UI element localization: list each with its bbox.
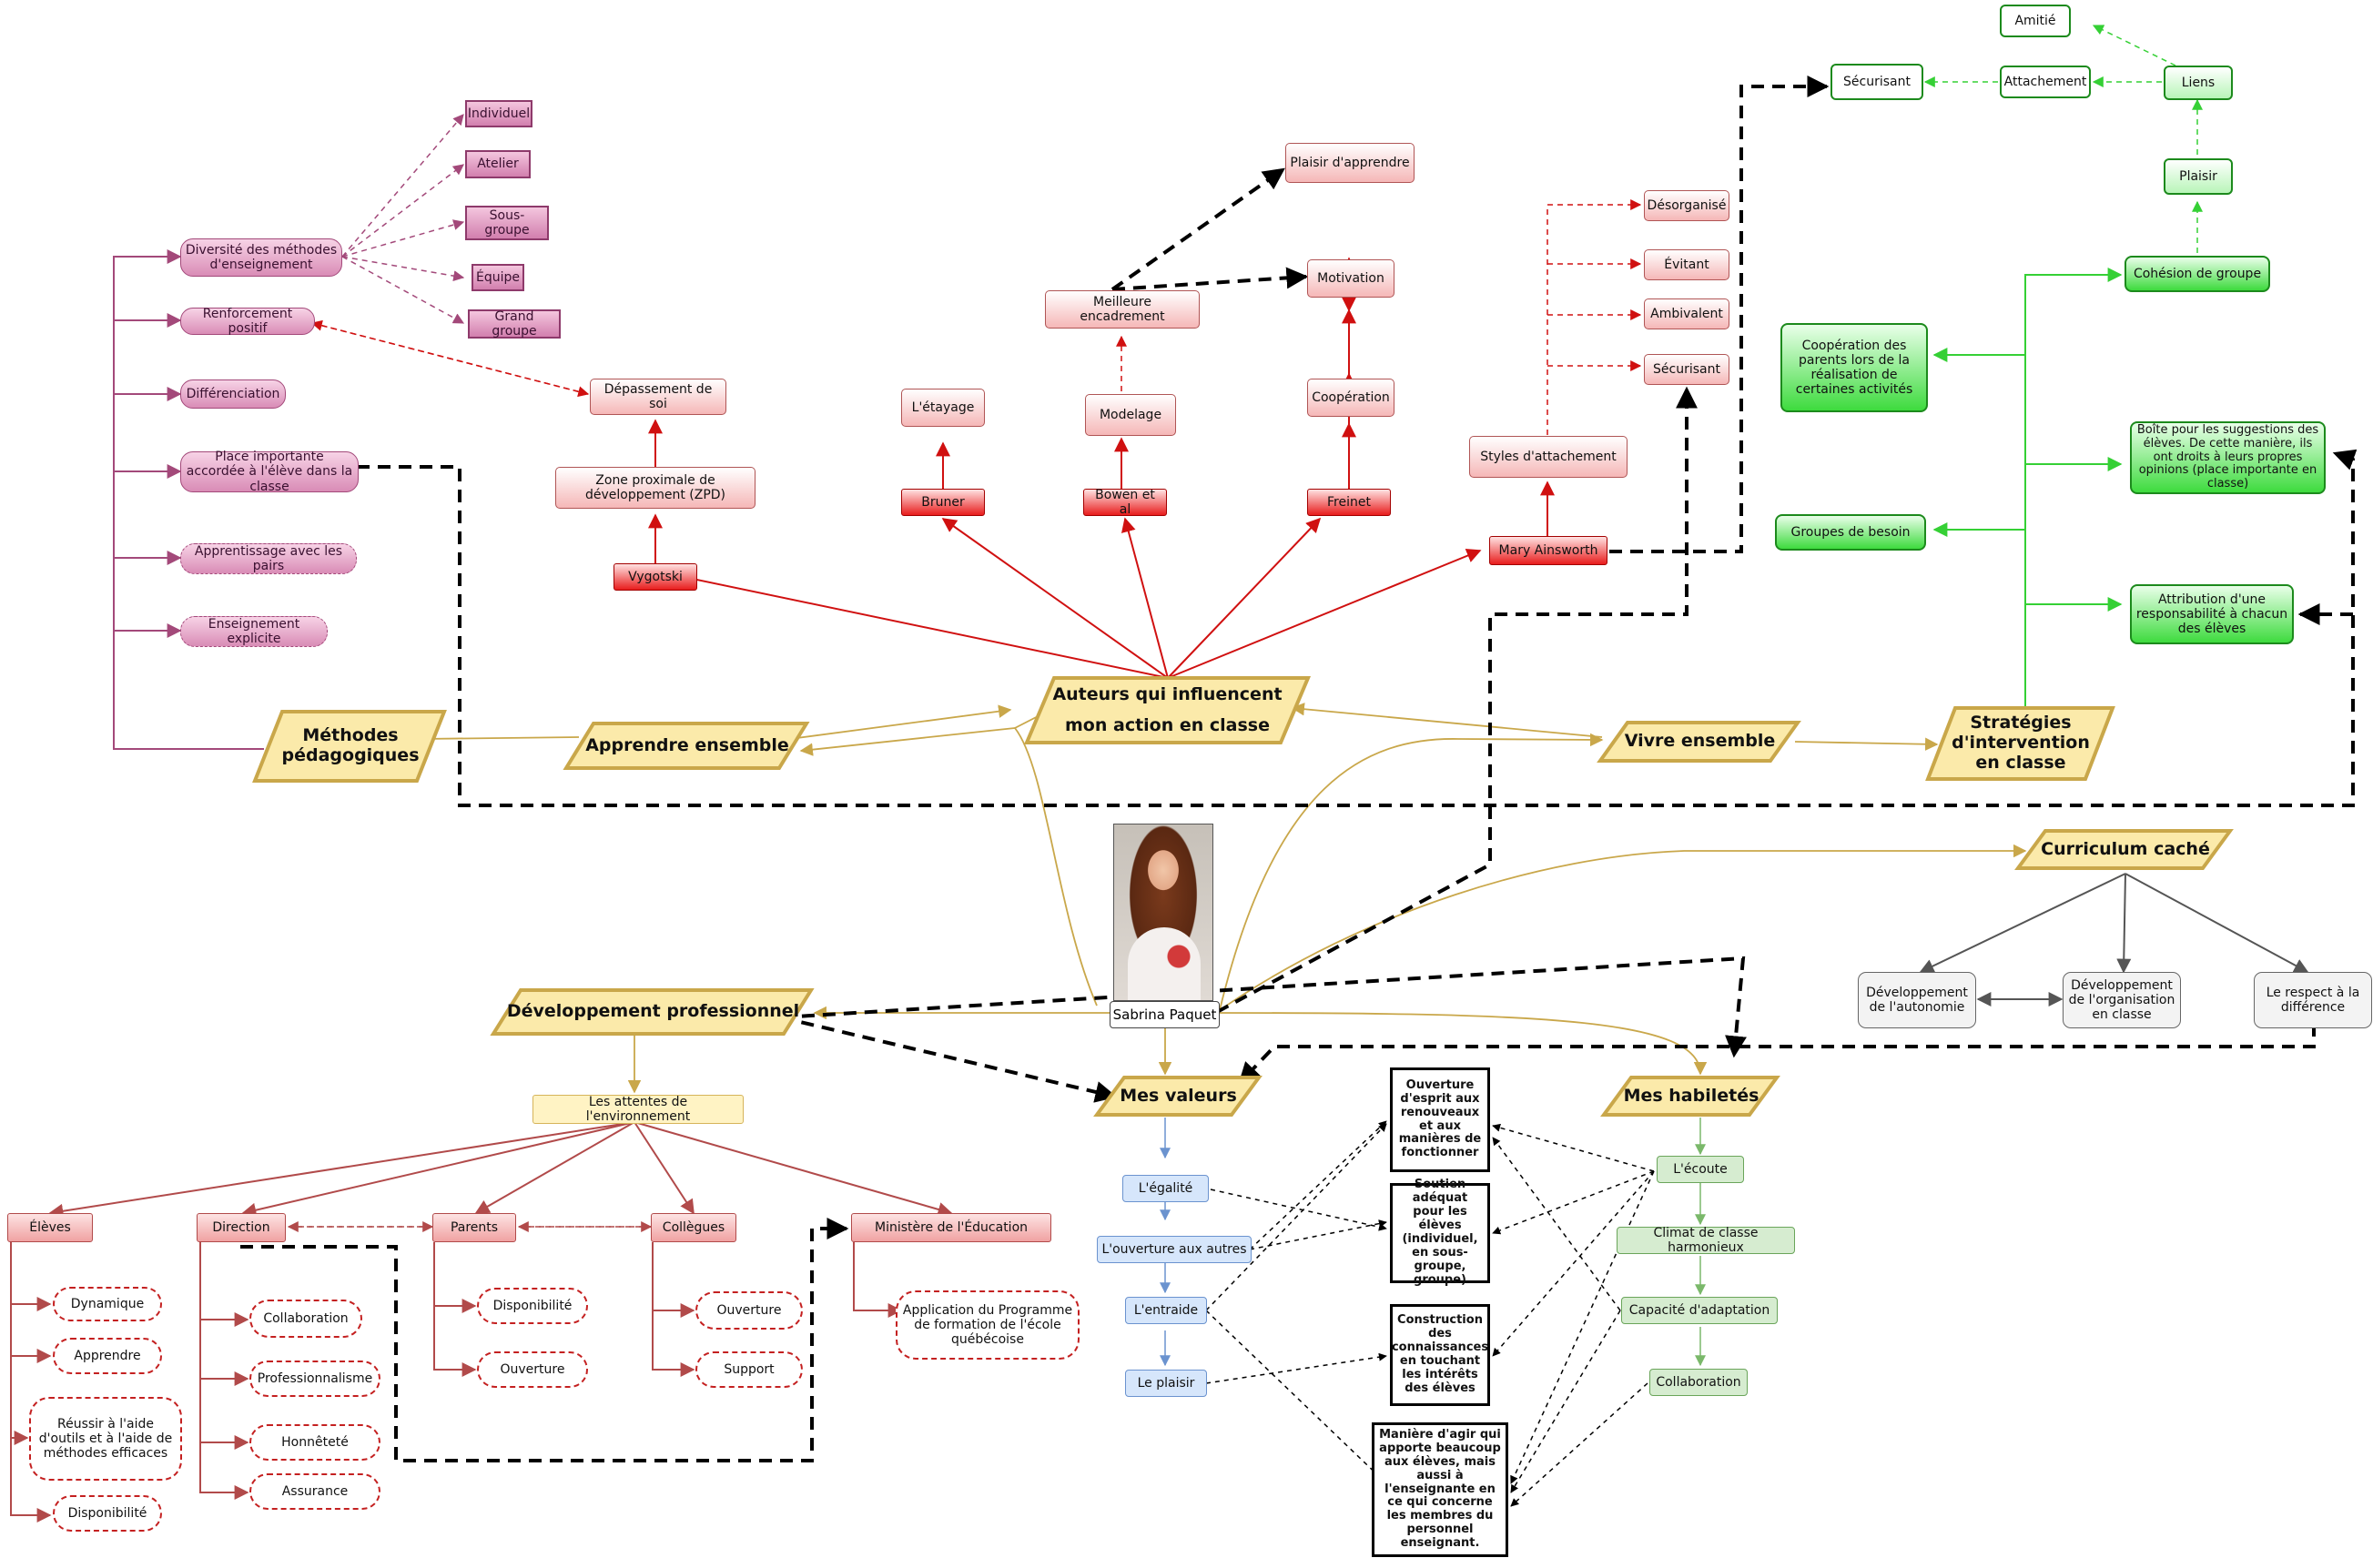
node-ambivalent[interactable]: Ambivalent [1644,298,1729,329]
node-attribution[interactable]: Attribution d'une responsabilité à chacu… [2130,584,2294,644]
node-groupe-individuel[interactable]: Individuel [465,100,532,127]
node-construction[interactable]: Construction des connaissances en toucha… [1390,1304,1490,1406]
node-soutien[interactable]: Soutien adéquat pour les élèves (individ… [1390,1178,1490,1287]
node-freinet[interactable]: Freinet [1307,489,1391,516]
node-eleves-reussir[interactable]: Réussir à l'aide d'outils et à l'aide de… [29,1397,182,1481]
node-enseignement-explicite[interactable]: Enseignement explicite [180,616,328,647]
node-respect[interactable]: Le respect à la différence [2254,972,2372,1028]
portrait-photo [1113,824,1213,1001]
node-autonomie[interactable]: Développement de l'autonomie [1858,972,1976,1028]
node-ainsworth[interactable]: Mary Ainsworth [1489,536,1607,565]
node-collaboration-hab[interactable]: Collaboration [1649,1369,1748,1396]
shape-vivre [1597,721,1801,763]
node-apprentissage-pairs[interactable]: Apprentissage avec les pairs [180,543,357,574]
node-dev-pro[interactable]: Développement professionnel [506,1001,800,1022]
shape-valeurs [1093,1076,1263,1117]
node-plaisir[interactable]: Plaisir [2164,158,2233,195]
node-collegues-ouverture[interactable]: Ouverture [695,1291,803,1330]
node-groupe-atelier[interactable]: Atelier [465,150,531,178]
shape-methodes [252,710,447,783]
node-ministere[interactable]: Ministère de l'Éducation [851,1213,1051,1242]
node-vygotski[interactable]: Vygotski [614,563,697,591]
node-organisation[interactable]: Développement de l'organisation en class… [2063,972,2181,1028]
node-groupe-equipe[interactable]: Équipe [472,264,524,291]
node-vivre[interactable]: Vivre ensemble [1624,731,1776,752]
node-ouverture-esprit[interactable]: Ouverture d'esprit aux renouveaux et aux… [1390,1067,1490,1172]
node-evitant[interactable]: Évitant [1644,249,1729,280]
node-ministere-programme[interactable]: Application du Programme de formation de… [896,1290,1080,1360]
node-modelage[interactable]: Modelage [1085,394,1176,436]
node-ouverture-autres[interactable]: L'ouverture aux autres [1097,1236,1252,1263]
node-direction-professionnalisme[interactable]: Professionnalisme [249,1361,380,1397]
node-styles-attachement[interactable]: Styles d'attachement [1469,436,1628,478]
shape-dev-pro [490,988,815,1036]
node-liens[interactable]: Liens [2164,66,2233,100]
node-securisant[interactable]: Sécurisant [1830,64,1923,100]
node-groupe-grand-groupe[interactable]: Grand groupe [468,309,561,339]
node-plaisir-apprendre[interactable]: Plaisir d'apprendre [1285,143,1415,183]
node-ecoute[interactable]: L'écoute [1657,1156,1744,1183]
node-cohesion[interactable]: Cohésion de groupe [2125,256,2270,292]
node-parents-ouverture[interactable]: Ouverture [477,1351,588,1388]
node-diversite[interactable]: Diversité des méthodes d'enseignement [180,238,342,277]
node-le-plaisir[interactable]: Le plaisir [1125,1370,1207,1397]
node-entraide[interactable]: L'entraide [1125,1297,1207,1324]
node-renforcement[interactable]: Renforcement positif [180,307,315,336]
node-direction-honnetete[interactable]: Honnêteté [249,1424,380,1461]
node-valeurs[interactable]: Mes valeurs [1120,1085,1237,1106]
node-bowen[interactable]: Bowen et al [1083,488,1167,517]
node-encadrement[interactable]: Meilleure encadrement [1045,290,1200,329]
node-cooperation-parents[interactable]: Coopération des parents lors de la réali… [1780,323,1928,412]
node-collegues[interactable]: Collègues [651,1213,736,1242]
shape-auteurs [1023,676,1312,744]
node-attentes[interactable]: Les attentes de l'environnement [532,1095,744,1124]
shape-curriculum [2014,829,2234,870]
node-methodes[interactable]: Méthodes pédagogiques [281,725,420,765]
node-eleves-dynamique[interactable]: Dynamique [53,1287,162,1321]
node-direction[interactable]: Direction [197,1213,286,1242]
node-egalite[interactable]: L'égalité [1122,1175,1209,1202]
shape-strategies [1925,706,2115,781]
node-direction-assurance[interactable]: Assurance [249,1473,380,1510]
node-cooperation[interactable]: Coopération [1307,379,1394,417]
node-habiletes[interactable]: Mes habiletés [1623,1085,1759,1106]
node-auteurs-l2[interactable]: mon action en classe [1065,715,1270,736]
node-parents-disponibilite[interactable]: Disponibilité [477,1288,588,1324]
node-auteurs-l1[interactable]: Auteurs qui influencent [1052,684,1283,705]
shape-apprendre [563,722,810,770]
node-etayage[interactable]: L'étayage [901,389,985,427]
node-maniere-agir[interactable]: Manière d'agir qui apporte beaucoup aux … [1372,1422,1508,1557]
node-curriculum[interactable]: Curriculum caché [2041,838,2210,859]
node-attachement[interactable]: Attachement [2000,66,2091,98]
node-place-importante[interactable]: Place importante accordée à l'élève dans… [180,450,359,494]
node-amitie[interactable]: Amitié [2000,5,2071,37]
node-depassement[interactable]: Dépassement de soi [590,379,726,415]
node-groupe-sous-groupe[interactable]: Sous-groupe [465,206,549,240]
node-parents[interactable]: Parents [432,1213,516,1242]
node-zpd[interactable]: Zone proximale de développement (ZPD) [555,467,756,509]
node-adaptation[interactable]: Capacité d'adaptation [1621,1297,1778,1324]
node-motivation[interactable]: Motivation [1307,259,1394,298]
node-collegues-support[interactable]: Support [695,1351,803,1388]
node-apprendre[interactable]: Apprendre ensemble [585,734,789,755]
node-climat[interactable]: Climat de classe harmonieux [1617,1226,1795,1255]
node-eleves-disponibilite[interactable]: Disponibilité [53,1495,162,1532]
node-direction-collaboration[interactable]: Collaboration [249,1300,362,1338]
node-eleves-apprendre[interactable]: Apprendre [53,1338,162,1374]
node-desorganise[interactable]: Désorganisé [1644,190,1729,221]
node-eleves[interactable]: Élèves [7,1213,93,1242]
node-boite-suggestions[interactable]: Boîte pour les suggestions des élèves. D… [2130,421,2326,494]
center-name[interactable]: Sabrina Paquet [1110,1001,1220,1028]
node-groupes-besoin[interactable]: Groupes de besoin [1775,514,1926,551]
shape-habiletes [1600,1076,1780,1117]
node-strategies[interactable]: Stratégies d'intervention en classe [1952,713,2090,773]
node-bruner[interactable]: Bruner [901,489,985,516]
node-securisant-attach[interactable]: Sécurisant [1644,354,1729,385]
node-differenciation[interactable]: Différenciation [180,379,286,409]
